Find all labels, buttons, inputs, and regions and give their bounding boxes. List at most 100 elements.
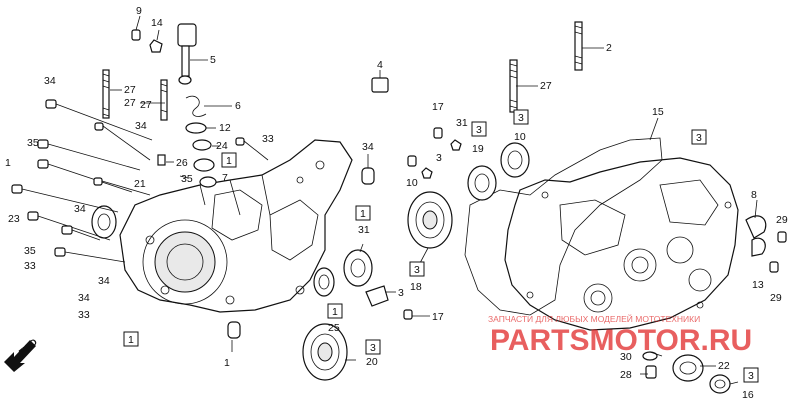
callout: 33 — [24, 260, 36, 272]
bolt-29a — [777, 231, 787, 243]
spring-6 — [185, 95, 207, 117]
ref-box-label: 3 — [518, 112, 524, 124]
callout: 15 — [652, 106, 664, 118]
oil-seal-22 — [672, 354, 704, 382]
right-crankcase — [504, 157, 739, 331]
callout: 27 — [124, 97, 136, 109]
stud-left-b — [160, 79, 168, 121]
callout: 12 — [219, 122, 231, 134]
callout: 2 — [606, 42, 612, 54]
callout: 29 — [776, 214, 788, 226]
watermark-brand: PARTSMOTOR.RU — [490, 324, 752, 357]
bearing-17-lower — [302, 323, 348, 381]
callout: 10 — [514, 131, 526, 143]
bearing-18 — [343, 249, 373, 287]
callout: 20 — [366, 356, 378, 368]
ref-box-label: 3 — [370, 342, 376, 354]
callout: 34 — [135, 120, 147, 132]
watermark: ЗАПЧАСТИ ДЛЯ ЛЮБЫХ МОДЕЛЕЙ МОТОТЕХНИКИ P… — [488, 313, 752, 357]
ref-box-1 — [327, 303, 343, 319]
callout: 1 — [5, 157, 11, 169]
ref-box-label: 1 — [360, 208, 366, 220]
callout: 7 — [222, 172, 228, 184]
pin-26 — [157, 154, 166, 166]
callout: 25 — [328, 322, 340, 334]
callout: 1 — [224, 357, 230, 369]
callout: 29 — [770, 292, 782, 304]
callout: 19 — [472, 143, 484, 155]
ref-box-1 — [365, 339, 381, 355]
washer-14 — [149, 39, 163, 53]
ref-box-label: 3 — [414, 264, 420, 276]
stud-right-b — [574, 21, 583, 71]
callout: 18 — [410, 281, 422, 293]
ref-box-1 — [123, 331, 139, 347]
bearing-17-upper — [407, 191, 453, 249]
cap-7 — [199, 176, 217, 188]
callout: 5 — [210, 54, 216, 66]
stud-right-a — [509, 59, 518, 113]
washer-10b — [421, 167, 433, 179]
callout: 16 — [742, 389, 754, 401]
washer-24 — [192, 139, 212, 151]
callout: 14 — [151, 17, 163, 29]
clip-4 — [371, 77, 389, 93]
callout: 34 — [78, 292, 90, 304]
callout: 13 — [752, 279, 764, 291]
ref-box-label: 1 — [332, 306, 338, 318]
fwd-arrow: FWD — [4, 336, 39, 372]
callout: 3 — [436, 152, 442, 164]
collar-21 — [193, 158, 215, 172]
bearing-16 — [709, 374, 731, 394]
callout: 33 — [78, 309, 90, 321]
stud-left-a — [102, 69, 110, 119]
callout: 34 — [362, 141, 374, 153]
bolt-32a — [433, 127, 443, 139]
callout: 27 — [540, 80, 552, 92]
ref-box-3 — [691, 129, 707, 145]
stopper-11 — [365, 285, 389, 307]
bearing-20 — [313, 267, 335, 297]
callout: 34 — [44, 75, 56, 87]
callout: 24 — [216, 140, 228, 152]
callout: 23 — [8, 213, 20, 225]
callout: 35 — [181, 173, 193, 185]
washer-12 — [185, 122, 207, 134]
callout: 31 — [456, 117, 468, 129]
callout: 10 — [406, 177, 418, 189]
ref-box-label: 3 — [696, 132, 702, 144]
bolt-29b — [769, 261, 779, 273]
ref-box-label: 3 — [748, 370, 754, 382]
ref-box-label: 3 — [476, 124, 482, 136]
callout: 9 — [136, 5, 142, 17]
callout: 8 — [751, 189, 757, 201]
dowel-pin-upper — [361, 167, 375, 185]
callout: 27 — [140, 99, 152, 111]
left-crankcase — [119, 139, 353, 313]
long-bolts — [11, 99, 269, 263]
watermark-tagline: ЗАПЧАСТИ ДЛЯ ЛЮБЫХ МОДЕЛЕЙ МОТОТЕХНИКИ — [488, 313, 700, 324]
callout: 34 — [98, 275, 110, 287]
callout: 35 — [24, 245, 36, 257]
callout: 31 — [358, 224, 370, 236]
bolt-32b — [407, 155, 417, 167]
bearing-19 — [500, 142, 530, 178]
plate-8 — [745, 215, 767, 239]
plug-28 — [645, 365, 657, 379]
ref-box-label: 1 — [128, 334, 134, 346]
ref-box-3 — [471, 121, 487, 137]
ref-box-label: 1 — [226, 155, 232, 167]
shift-shaft-assembly — [177, 23, 197, 85]
callout: 26 — [176, 157, 188, 169]
ref-box-3 — [513, 109, 529, 125]
ref-box-1 — [355, 205, 371, 221]
plate-13 — [751, 237, 766, 257]
callout: 33 — [262, 133, 274, 145]
ref-box-1 — [221, 152, 237, 168]
callout: 17 — [432, 101, 444, 113]
dowel-pin-lower — [227, 321, 241, 339]
crankcase-gasket — [464, 137, 663, 316]
washer-10a — [450, 139, 462, 151]
